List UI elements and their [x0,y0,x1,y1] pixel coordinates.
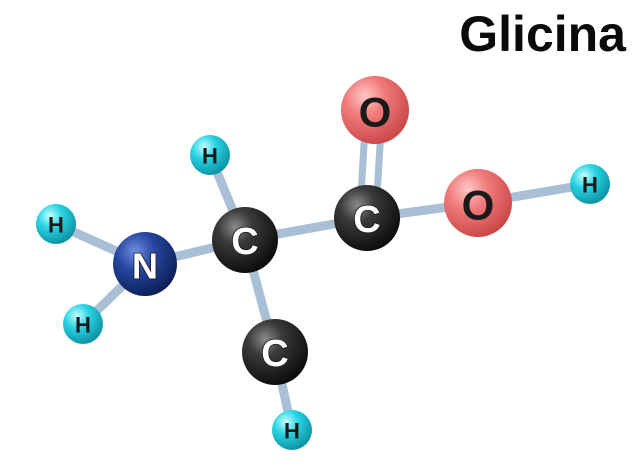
sphere-atom-icon [63,304,103,344]
atom-label: H [75,313,91,338]
atom-hydrogen-5: H [272,410,312,450]
atom-label: N [132,246,158,287]
atom-hydrogen-3: H [190,135,230,175]
atom-carbon-alpha: C [212,207,278,273]
sphere-atom-icon [272,410,312,450]
atom-carbon-side: C [242,319,308,385]
sphere-atom-icon [341,76,409,144]
sphere-atom-icon [570,164,610,204]
atom-label: O [462,182,495,229]
atom-label: H [202,144,218,169]
atoms-group: H H H H H N C C [36,76,610,450]
atom-label: C [353,199,380,241]
sphere-atom-icon [334,185,400,251]
molecule-title: Glicina [459,6,626,62]
atom-nitrogen: N [113,232,177,296]
atom-label: C [231,221,258,263]
atom-oxygen-hydroxyl: O [444,169,512,237]
atom-hydrogen-4: H [570,164,610,204]
atom-hydrogen-1: H [36,204,76,244]
atom-oxygen-double: O [341,76,409,144]
sphere-atom-icon [190,135,230,175]
sphere-atom-icon [212,207,278,273]
sphere-atom-icon [242,319,308,385]
atom-label: H [582,173,598,198]
atom-label: O [359,89,392,136]
sphere-atom-icon [113,232,177,296]
atom-label: C [261,333,288,375]
sphere-atom-icon [444,169,512,237]
atom-hydrogen-2: H [63,304,103,344]
atom-carbon-carboxyl: C [334,185,400,251]
sphere-atom-icon [36,204,76,244]
atom-label: H [284,419,300,444]
atom-label: H [48,213,64,238]
